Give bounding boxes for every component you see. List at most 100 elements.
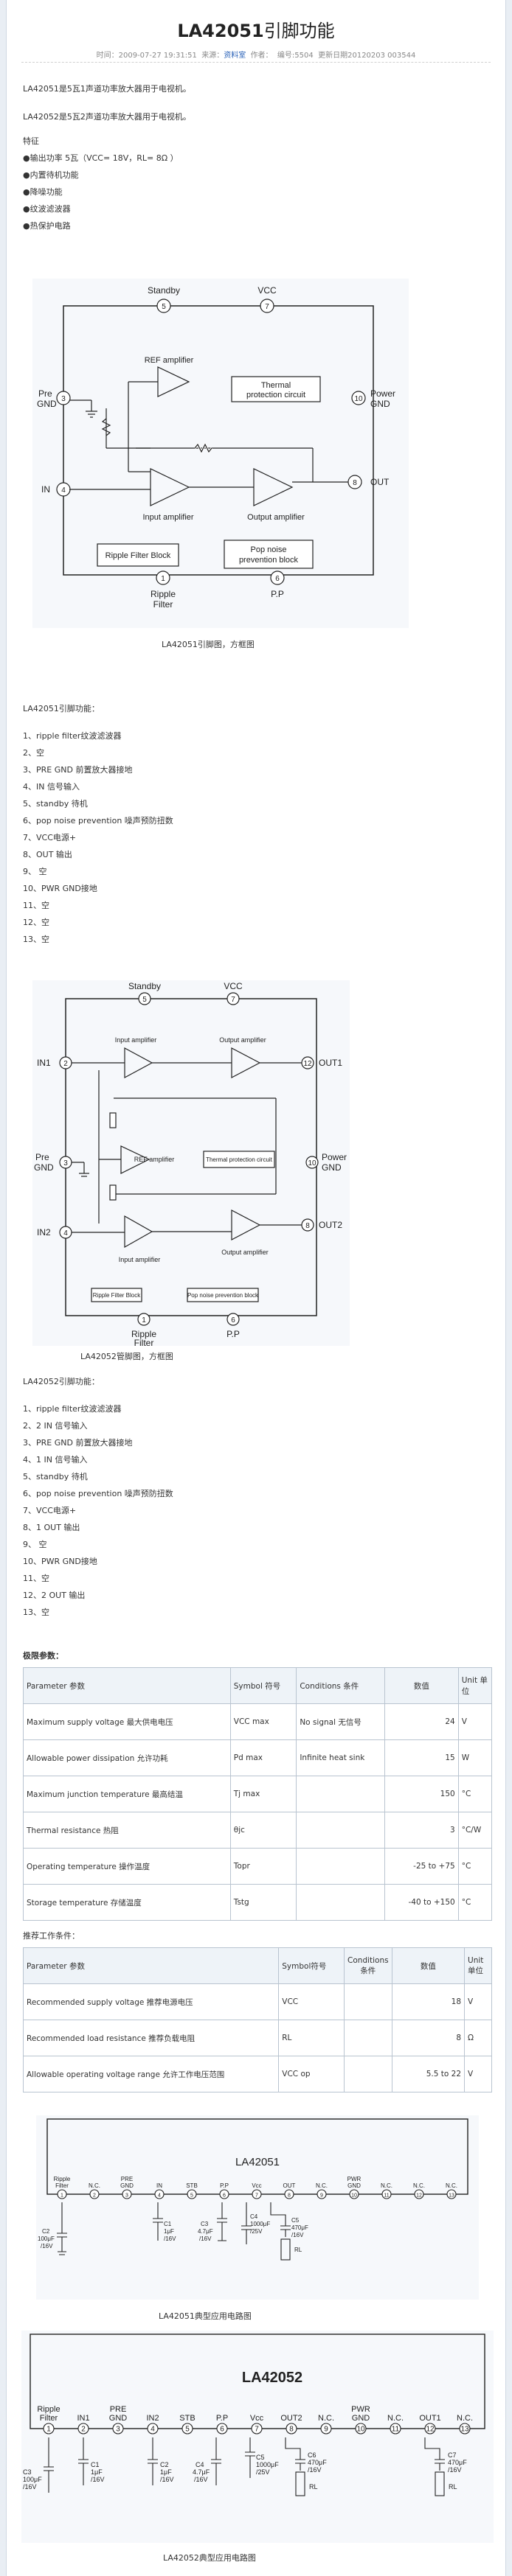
pin-label-power: Power (322, 1152, 347, 1162)
pin-function-item: 11、空 (23, 901, 49, 910)
pin-label-gnd: GND (322, 1162, 342, 1173)
pin-number: 12 (426, 2426, 435, 2434)
pin-number: 8 (353, 479, 357, 487)
component-label: 4.7μF (198, 2228, 213, 2235)
pin-number: 2 (63, 1060, 68, 1068)
output-amplifier-label: Output amplifier (247, 513, 305, 522)
pin-label-gnd: GND (370, 399, 390, 409)
table-header: Conditions 条件 (343, 1947, 392, 1984)
pin-number: 1 (161, 575, 165, 583)
pin-number: 5 (185, 2426, 190, 2434)
component-label: C6 (308, 2451, 316, 2459)
pin-label-filter: Filter (134, 1338, 154, 1346)
component-label: C5 (256, 2454, 265, 2461)
pin-label: IN1 (77, 2414, 89, 2423)
pin-label-ripple: Ripple (131, 1329, 156, 1339)
pin-label: N.C. (457, 2414, 473, 2423)
component-label: /16V (160, 2476, 174, 2483)
table-cell: Recommended supply voltage 推荐电源电压 (22, 1983, 280, 2020)
pin-circle (219, 2189, 229, 2199)
pin-circle (390, 2423, 401, 2434)
pin-number: 5 (162, 303, 166, 311)
pin-function-item: 10、PWR GND接地 (23, 1557, 97, 1566)
pin-function-item: 4、1 IN 信号输入 (23, 1455, 88, 1465)
input-amplifier-label: Input amplifier (119, 1256, 161, 1263)
pop-noise-label: Pop noise prevention block (187, 1292, 259, 1299)
pin-number: 7 (265, 303, 269, 311)
pin-number: 1 (46, 2426, 51, 2434)
meta-author-label: 作者： (250, 52, 273, 60)
pin-label-in2: IN2 (37, 1227, 51, 1238)
pin-function-item: 3、PRE GND 前置放大器接地 (23, 765, 133, 775)
pin-function-item: 8、OUT 输出 (23, 850, 72, 859)
pin-label-vcc: VCC (224, 981, 243, 991)
pin-number: 5 (142, 996, 147, 1004)
pin-number: 7 (255, 2193, 258, 2199)
component-label: C4 (250, 2213, 258, 2220)
pin-label: N.C. (318, 2414, 334, 2423)
pin-number: 11 (392, 2426, 400, 2434)
component-label: /25V (250, 2228, 263, 2235)
meta-number: 编号:5504 (277, 52, 314, 60)
component-label: C2 (42, 2228, 50, 2235)
pin-circle (320, 2423, 332, 2434)
article-meta: 时间：2009-07-27 19:31:51 来源：资料室 作者： 编号:550… (7, 49, 505, 60)
pin-circle (286, 2423, 297, 2434)
pin-label-out: OUT (370, 477, 390, 487)
component-label: /16V (91, 2476, 105, 2483)
pin-circle (446, 2189, 457, 2199)
component-label: 100μF (38, 2235, 55, 2242)
pin-function-item: 5、standby 待机 (23, 799, 88, 809)
table-cell: °C (457, 1776, 493, 1812)
la42051-block-diagram: 5 7 3 4 10 8 1 6 Standby VCC Pre GND IN … (32, 279, 409, 628)
component-label: 1000μF (256, 2461, 279, 2468)
component-label: /16V (308, 2466, 322, 2474)
component-label: 1μF (160, 2468, 172, 2476)
pin-label: Ripple (37, 2405, 60, 2414)
page-title: LA42051引脚功能 (7, 16, 505, 42)
pin-number: 3 (125, 2193, 128, 2199)
pin-number: 2 (81, 2426, 86, 2434)
table-cell: V (457, 1703, 493, 1740)
pin-number: 10 (354, 395, 363, 403)
component-label: C4 (196, 2461, 204, 2468)
pin-label: IN (156, 2182, 162, 2189)
figure-caption: LA42052管脚图，方框图 (80, 1352, 173, 1361)
pin-number: 4 (151, 2426, 155, 2434)
pin-number: 8 (288, 2193, 291, 2199)
pop-noise-label: Pop noise (251, 545, 287, 554)
pin-number: 12 (303, 1060, 312, 1068)
pin-number: 3 (61, 395, 66, 403)
pin-number: 7 (231, 996, 235, 1004)
pin-label: N.C. (413, 2182, 425, 2189)
pop-noise-label: prevention block (239, 556, 299, 565)
pin-number: 8 (289, 2426, 294, 2434)
pin-circle (122, 2189, 132, 2199)
table-cell: Topr (229, 1848, 297, 1885)
pin-label-vcc: VCC (257, 285, 277, 296)
pin-circle (43, 2423, 55, 2434)
pin-circle (216, 2423, 228, 2434)
meta-source-link[interactable]: 资料室 (224, 52, 246, 60)
figure-caption: LA42051引脚图，方框图 (162, 640, 255, 649)
component-label: /16V (164, 2235, 176, 2242)
table-cell (343, 2056, 392, 2092)
table-cell: Maximum junction temperature 最高结温 (23, 1776, 231, 1812)
pin-circle (147, 2423, 159, 2434)
pin-label-out1: OUT1 (319, 1058, 342, 1068)
pin-function-item: 9、 空 (23, 1540, 47, 1549)
recommended-table: Parameter 参数 Symbol符号 Conditions 条件 数值 U… (22, 1947, 492, 2092)
pin-number: 13 (449, 2193, 454, 2199)
table-cell: Operating temperature 操作温度 (23, 1848, 231, 1885)
meta-time: 2009-07-27 19:31:51 (118, 52, 197, 60)
table-header: 数值 (391, 1947, 466, 1984)
pin-functions-heading: LA42051引脚功能： (23, 704, 100, 713)
table-cell: 15 (384, 1739, 459, 1776)
pin-label-pre: Pre (35, 1152, 49, 1162)
features-section: 特征 ●输出功率 5瓦（VCC= 18V，RL= 8Ω ） ●内置待机功能 ●降… (23, 133, 179, 234)
